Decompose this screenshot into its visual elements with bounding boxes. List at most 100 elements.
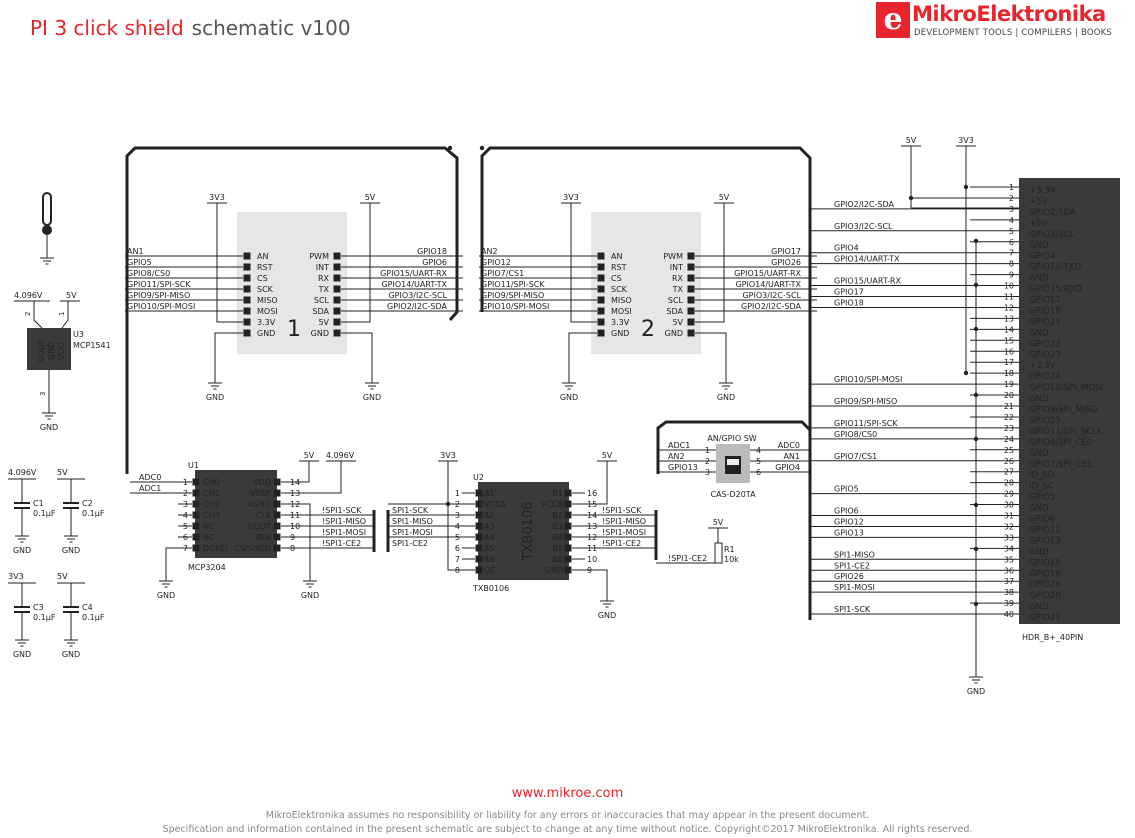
logo-tagline: DEVELOPMENT TOOLS | COMPILERS | BOOKS bbox=[914, 28, 1112, 38]
u2-right-pin-name: B1 bbox=[552, 489, 563, 498]
pin-square bbox=[597, 329, 605, 337]
u2-left-pin-name: A1 bbox=[484, 489, 495, 498]
r1-net-label: !SPI1-CE2 bbox=[668, 554, 707, 563]
u2-right-pin-num: 10 bbox=[587, 555, 597, 564]
mikrobus-2-left-pin-name: SCK bbox=[611, 285, 628, 294]
r1-5v-label: 5V bbox=[713, 518, 724, 527]
gnd-label: GND bbox=[301, 591, 319, 600]
mikrobus-1-left-net-label: GPIO8/CS0 bbox=[127, 269, 170, 278]
mikrobus-1-gnd-wire bbox=[341, 332, 373, 378]
u2-left-pin-num: 6 bbox=[455, 544, 460, 553]
mikrobus-2-left-net-label: GPIO11/SPI-SCK bbox=[481, 280, 545, 289]
mikrobus-1-left-pin-name: SCK bbox=[257, 285, 274, 294]
u3-pin-num: 3 bbox=[39, 392, 47, 396]
header-pin-label: GND bbox=[1029, 394, 1049, 404]
junction-dot bbox=[973, 282, 979, 288]
disclaimer-line-2: Specification and information contained … bbox=[162, 824, 973, 835]
switch-left-pin-num: 2 bbox=[705, 457, 710, 466]
mikrobus-1-right-pin-name: TX bbox=[318, 285, 330, 294]
mikrobus-2-3v3-wire bbox=[570, 203, 597, 323]
header-net-label: GPIO2/I2C-SDA bbox=[834, 200, 894, 209]
u1-right-pin-name: DOUT bbox=[248, 522, 271, 531]
header-net-label: SPI1-CE2 bbox=[834, 561, 870, 570]
u1-left-pin-name: NC bbox=[203, 533, 215, 542]
mikrobus-2-right-pin-name: 5V bbox=[672, 318, 683, 327]
pin-square bbox=[564, 555, 572, 563]
pin-square bbox=[243, 252, 251, 260]
mikrobus-1-left-pin-name: MISO bbox=[257, 296, 278, 305]
header-net-label: GPIO5 bbox=[834, 485, 859, 494]
cap-ref: C3 bbox=[33, 603, 44, 612]
u2-gnd-wire bbox=[585, 569, 608, 596]
u1-dgnd-wire bbox=[165, 547, 178, 576]
u1-agnd-wire bbox=[300, 503, 311, 576]
u3-pin-name: GND bbox=[47, 342, 56, 360]
junction-dot bbox=[973, 502, 979, 508]
header-pin-label: GPIO26 bbox=[1029, 580, 1061, 590]
u1-right-pin-name: CLK bbox=[256, 511, 272, 520]
u3-vdd-wire bbox=[61, 301, 69, 329]
pin-square bbox=[333, 263, 341, 271]
mikrobus-1-left-pin-name: 3.3V bbox=[257, 318, 276, 327]
mikrobus-1-left-pin-name: MOSI bbox=[257, 307, 278, 316]
mikrobus-2-left-pin-name: MISO bbox=[611, 296, 632, 305]
u2-3v3-label: 3V3 bbox=[440, 451, 456, 460]
u2-right-pin-name: B3 bbox=[552, 522, 563, 531]
u2-right-net-label: !SPI1-MISO bbox=[602, 517, 646, 526]
disclaimer-line-1: MikroElektronika assumes no responsibili… bbox=[265, 810, 870, 821]
mikrobus-1-socket-number: 1 bbox=[287, 317, 301, 342]
pin-square bbox=[687, 296, 695, 304]
pin-square bbox=[192, 522, 200, 530]
header-net-label: SPI1-SCK bbox=[834, 605, 871, 614]
u2-left-pin-name: A3 bbox=[484, 522, 495, 531]
u1-left-net-label: ADC0 bbox=[139, 473, 161, 482]
header-net-label: GPIO14/UART-TX bbox=[834, 255, 900, 264]
pin-square bbox=[475, 544, 483, 552]
cap-net-label: 5V bbox=[57, 468, 68, 477]
u1-left-pin-name: CH1 bbox=[203, 489, 220, 498]
mikrobus-2-right-pin-name: PWM bbox=[663, 252, 683, 261]
switch-left-pin-num: 1 bbox=[705, 446, 710, 455]
switch-right-pin-num: 6 bbox=[756, 468, 761, 477]
cap-ref: C1 bbox=[33, 499, 44, 508]
u2-left-net-label: SPI1-MOSI bbox=[392, 528, 433, 537]
header-net-label: GPIO7/CS1 bbox=[834, 452, 877, 461]
pin-square bbox=[597, 263, 605, 271]
header-net-label: GPIO18 bbox=[834, 298, 864, 307]
pin-square bbox=[333, 296, 341, 304]
mikrobus-1-right-net-label: GPIO18 bbox=[417, 247, 447, 256]
header-pin-label: GND bbox=[1029, 602, 1049, 612]
header-pin-label: GPIO23 bbox=[1029, 350, 1061, 360]
header-pin-label: GPIO17 bbox=[1029, 296, 1061, 306]
u2-right-pin-name: B6 bbox=[552, 555, 563, 564]
pin-square bbox=[273, 533, 281, 541]
header-pin-label: +5V bbox=[1029, 197, 1048, 207]
pin-square bbox=[273, 522, 281, 530]
header-pin-label: ID_SD bbox=[1029, 471, 1055, 481]
u1-right-pin-name: VREF bbox=[250, 489, 271, 498]
pin-square bbox=[564, 566, 572, 574]
header-pin-label: GPIO13 bbox=[1029, 536, 1061, 546]
mikrobus-1-right-net-label: GPIO2/I2C-SDA bbox=[387, 302, 447, 311]
pin-square bbox=[475, 522, 483, 530]
mikrobus-1-left-pin-name: AN bbox=[257, 252, 268, 261]
header-pin-label: GPIO22 bbox=[1029, 339, 1061, 349]
junction-dot bbox=[963, 370, 969, 376]
u1-part: MCP3204 bbox=[188, 563, 226, 572]
mikrobus-2-left-net-label: GPIO10/SPI-MOSI bbox=[481, 302, 549, 311]
junction-dot bbox=[479, 145, 485, 151]
u1-right-net-label: !SPI1-MISO bbox=[322, 517, 366, 526]
title-text: PI 3 click shield bbox=[30, 16, 184, 40]
pin-square bbox=[273, 500, 281, 508]
mikrobus-2-right-net-label: GPIO14/UART-TX bbox=[735, 280, 801, 289]
header-body bbox=[1019, 178, 1120, 624]
switch-right-pin-num: 4 bbox=[756, 446, 761, 455]
mikrobus-1-3v3-wire bbox=[216, 203, 243, 323]
u1-right-pin-name: CS/SHDN bbox=[234, 544, 271, 553]
gnd-label: GND bbox=[717, 393, 735, 402]
u1-left-net-label: ADC1 bbox=[139, 484, 161, 493]
website-link[interactable]: www.mikroe.com bbox=[511, 786, 624, 801]
u1-body bbox=[195, 470, 277, 558]
u3-ref: U3 bbox=[73, 330, 84, 339]
